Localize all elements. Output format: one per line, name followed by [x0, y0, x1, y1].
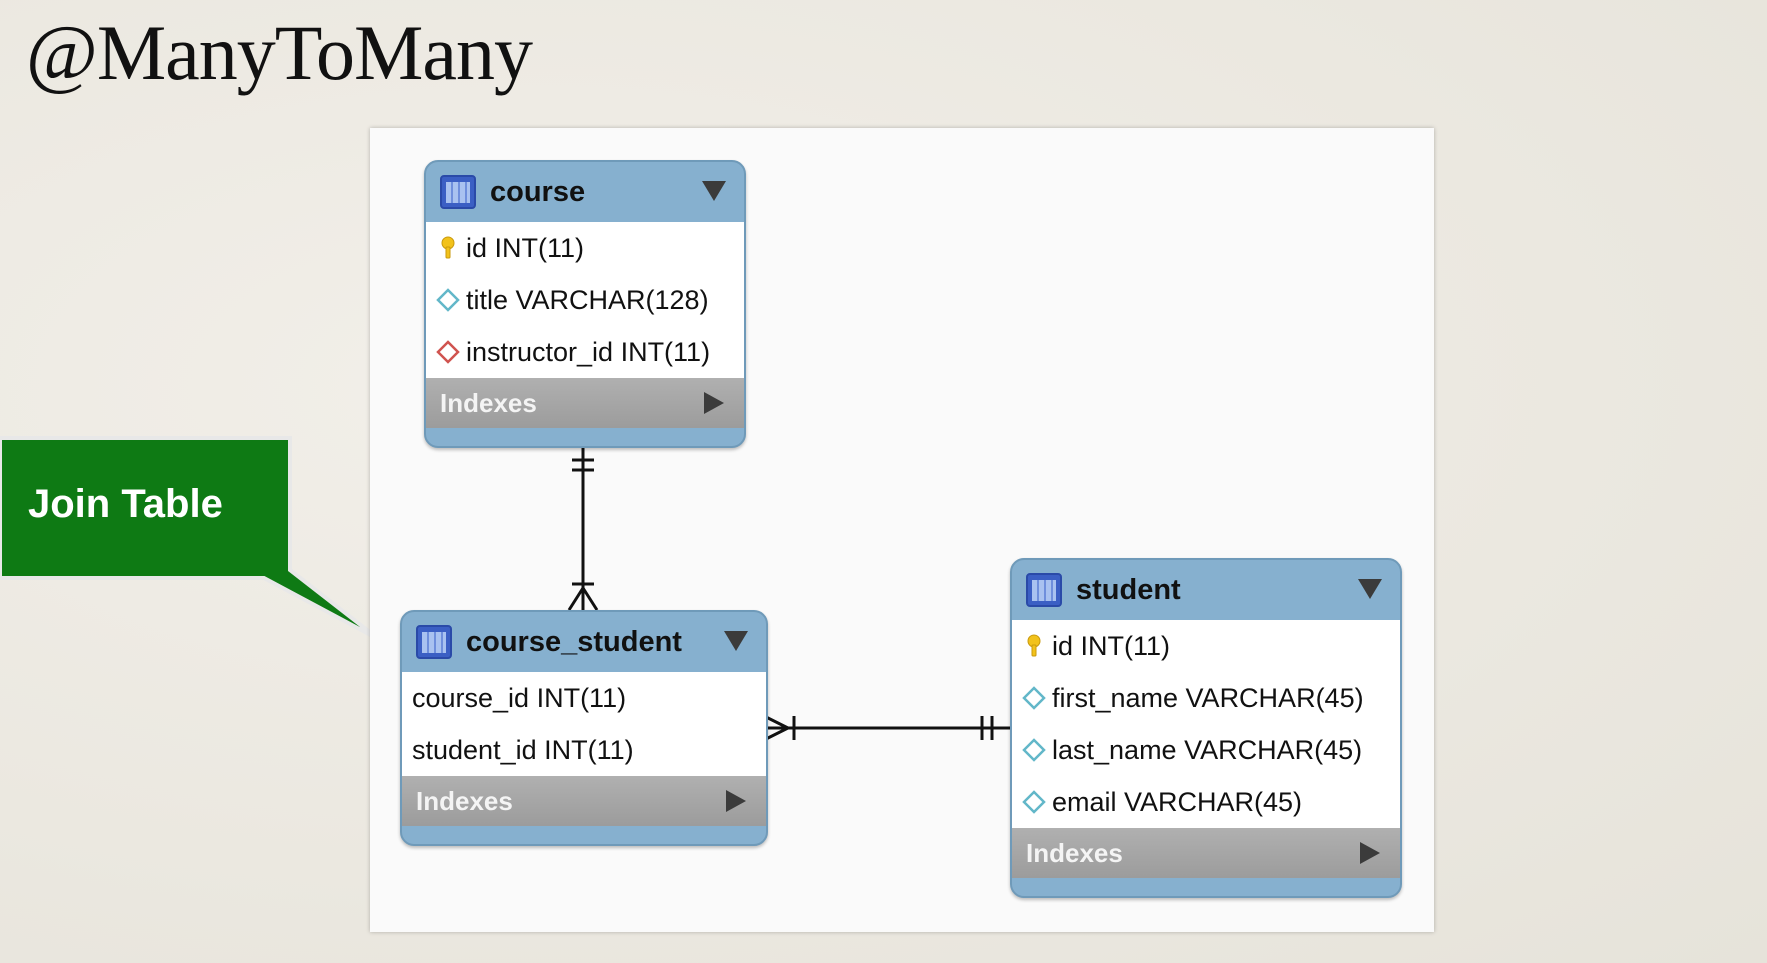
column-row[interactable]: id INT(11) — [426, 222, 744, 274]
column-text: last_name VARCHAR(45) — [1052, 734, 1363, 765]
course-table[interactable]: course id INT(11) title VARCHAR(128) ins… — [424, 160, 746, 448]
column-diamond-icon — [1022, 738, 1046, 762]
expand-triangle-icon[interactable] — [704, 392, 724, 414]
student-table[interactable]: student id INT(11) first_name VARCHAR(45… — [1010, 558, 1402, 898]
table-icon — [416, 625, 452, 659]
column-diamond-icon — [1022, 790, 1046, 814]
column-row[interactable]: id INT(11) — [1012, 620, 1400, 672]
column-text: course_id INT(11) — [412, 682, 627, 713]
column-list: course_id INT(11) student_id INT(11) — [402, 672, 766, 776]
column-text: email VARCHAR(45) — [1052, 786, 1303, 817]
collapse-triangle-icon[interactable] — [1358, 579, 1382, 599]
table-footer — [402, 826, 766, 844]
collapse-triangle-icon[interactable] — [724, 631, 748, 651]
expand-triangle-icon[interactable] — [726, 790, 746, 812]
slide-title: @ManyToMany — [26, 9, 533, 96]
table-icon — [440, 175, 476, 209]
primary-key-icon — [1027, 634, 1041, 657]
column-row[interactable]: student_id INT(11) — [402, 724, 766, 776]
table-name: course_student — [466, 625, 682, 658]
column-text: id INT(11) — [466, 232, 585, 263]
table-name: course — [490, 175, 586, 208]
foreign-key-diamond-icon — [436, 340, 460, 364]
column-row[interactable]: email VARCHAR(45) — [1012, 776, 1400, 828]
column-row[interactable]: course_id INT(11) — [402, 672, 766, 724]
table-footer — [1012, 878, 1400, 896]
indexes-label: Indexes — [1026, 837, 1123, 868]
join-table-callout — [0, 436, 382, 642]
table-name: student — [1076, 573, 1181, 606]
course-table-header[interactable]: course — [426, 162, 744, 222]
table-icon — [1026, 573, 1062, 607]
column-diamond-icon — [1022, 686, 1046, 710]
indexes-row[interactable]: Indexes — [402, 776, 766, 826]
indexes-row[interactable]: Indexes — [1012, 828, 1400, 878]
table-footer — [426, 428, 744, 446]
primary-key-icon — [441, 236, 455, 259]
column-row[interactable]: instructor_id INT(11) — [426, 326, 744, 378]
indexes-label: Indexes — [416, 785, 513, 816]
column-text: title VARCHAR(128) — [466, 284, 709, 315]
column-text: student_id INT(11) — [412, 734, 634, 765]
column-text: id INT(11) — [1052, 630, 1171, 661]
student-table-header[interactable]: student — [1012, 560, 1400, 620]
column-diamond-icon — [436, 288, 460, 312]
course-student-table-header[interactable]: course_student — [402, 612, 766, 672]
column-row[interactable]: title VARCHAR(128) — [426, 274, 744, 326]
column-row[interactable]: last_name VARCHAR(45) — [1012, 724, 1400, 776]
course-student-table[interactable]: course_student course_id INT(11) student… — [400, 610, 768, 846]
column-text: first_name VARCHAR(45) — [1052, 682, 1364, 713]
collapse-triangle-icon[interactable] — [702, 181, 726, 201]
callout-label: Join Table — [28, 482, 223, 526]
column-list: id INT(11) first_name VARCHAR(45) last_n… — [1012, 620, 1400, 828]
column-row[interactable]: first_name VARCHAR(45) — [1012, 672, 1400, 724]
column-list: id INT(11) title VARCHAR(128) instructor… — [426, 222, 744, 378]
indexes-row[interactable]: Indexes — [426, 378, 744, 428]
indexes-label: Indexes — [440, 387, 537, 418]
expand-triangle-icon[interactable] — [1360, 842, 1380, 864]
column-text: instructor_id INT(11) — [466, 336, 711, 367]
